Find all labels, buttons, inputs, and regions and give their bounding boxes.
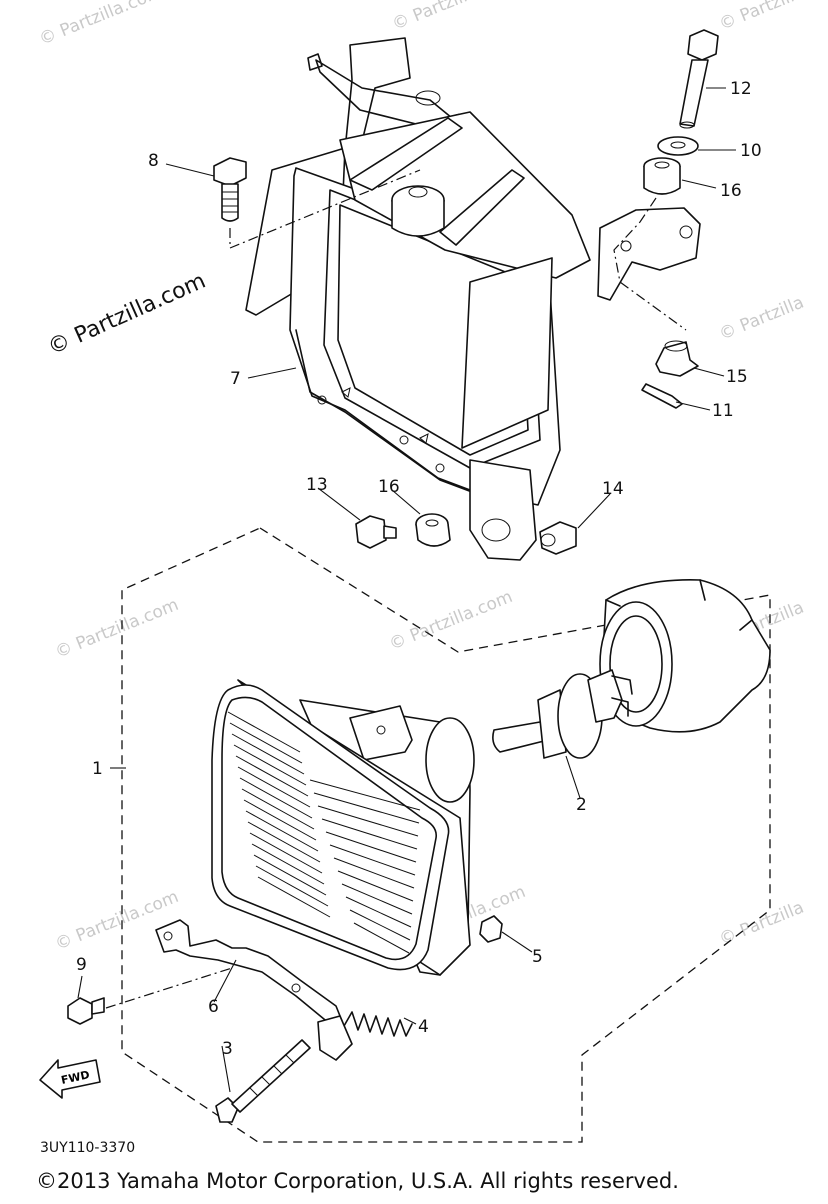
lens-hatch-line [321,818,418,850]
lens-hatch-line [325,831,417,863]
lens-hatch-line [317,805,419,837]
lens-hatch-line [353,922,410,954]
lens-hatch-line [249,832,323,874]
lens-hatch-line [255,865,329,907]
callout-16-lower: 16 [378,477,400,497]
bolt-9 [67,997,105,1025]
lens-hatch-line [237,766,311,808]
collar-15 [655,340,699,377]
lens-hatch-line [239,777,313,819]
headlight-socket [599,579,771,733]
callout-9: 9 [76,955,87,975]
bolt-8-axis [229,169,421,249]
lens-hatch-line [329,844,416,876]
lens-hatch-line [231,733,305,775]
lens-hatch-line [349,909,411,941]
watermark: © Partzilla [716,293,806,345]
lens-hatch-line [227,711,301,753]
watermark-main: © Partzilla.com [44,269,209,361]
screw-3 [215,1039,311,1123]
lens-hatch-line [333,857,415,889]
watermark: © Partzilla.com [52,595,181,663]
lens-hatch-line [309,779,421,811]
lens-hatch-line [229,722,303,764]
spring-4 [343,1011,413,1037]
lens-hatch-line [257,876,331,918]
callout-13: 13 [306,475,328,495]
clip-11 [641,383,683,409]
callout-2: 2 [576,795,587,815]
bolt-8 [213,157,247,222]
fwd-label: FWD [60,1068,91,1087]
lens-hatch-line [233,744,307,786]
lens-hatch-line [245,810,319,852]
callouts: 1 2 3 4 5 6 7 8 9 10 11 12 13 14 15 16 1… [76,79,762,1059]
copyright-notice: ©2013 Yamaha Motor Corporation, U.S.A. A… [36,1169,679,1193]
lens-hatch-line [313,792,420,824]
lens-hatch-line [251,843,325,885]
callout-10: 10 [740,141,762,161]
collar-14 [539,521,577,555]
bolt-12 [679,29,719,129]
bolt-13 [355,515,397,549]
lens-hatch-line [337,870,414,902]
headlight-body [245,37,701,561]
headlight-unit [211,679,475,976]
fwd-arrow-icon: FWD [39,1059,101,1099]
watermark: © Partzilla [716,0,806,35]
callout-15: 15 [726,367,748,387]
washer-10 [657,136,699,156]
callout-11: 11 [712,401,734,421]
lens-hatch-line [243,799,317,841]
watermark: © Partzilla.com [36,0,165,50]
callout-7: 7 [230,369,241,389]
callout-3: 3 [222,1039,233,1059]
callout-1: 1 [92,759,103,779]
callout-6: 6 [208,997,219,1017]
bolt-9-axis [105,967,233,1009]
lens-hatch-line [241,788,315,830]
callout-5: 5 [532,947,543,967]
callout-16-upper: 16 [720,181,742,201]
watermark: © Partzilla.com [389,0,518,35]
callout-12: 12 [730,79,752,99]
lens-hatch-line [345,896,412,928]
bulb-2 [492,669,633,759]
leader-lines [77,87,736,1093]
grommet-16-lower [415,513,451,547]
nut-5 [479,915,503,943]
lens-hatch-line [235,755,309,797]
lens-hatch-line [247,821,321,863]
lens-hatch-line [253,854,327,896]
part-code: 3UY110-3370 [40,1140,135,1156]
lens-hatch-line [341,883,413,915]
bracket-6 [155,919,353,1061]
callout-4: 4 [418,1017,429,1037]
grommet-axis [613,197,687,331]
grommet-16-upper [643,157,681,195]
callout-14: 14 [602,479,624,499]
callout-8: 8 [148,151,159,171]
watermark: © Partzilla [716,898,806,950]
